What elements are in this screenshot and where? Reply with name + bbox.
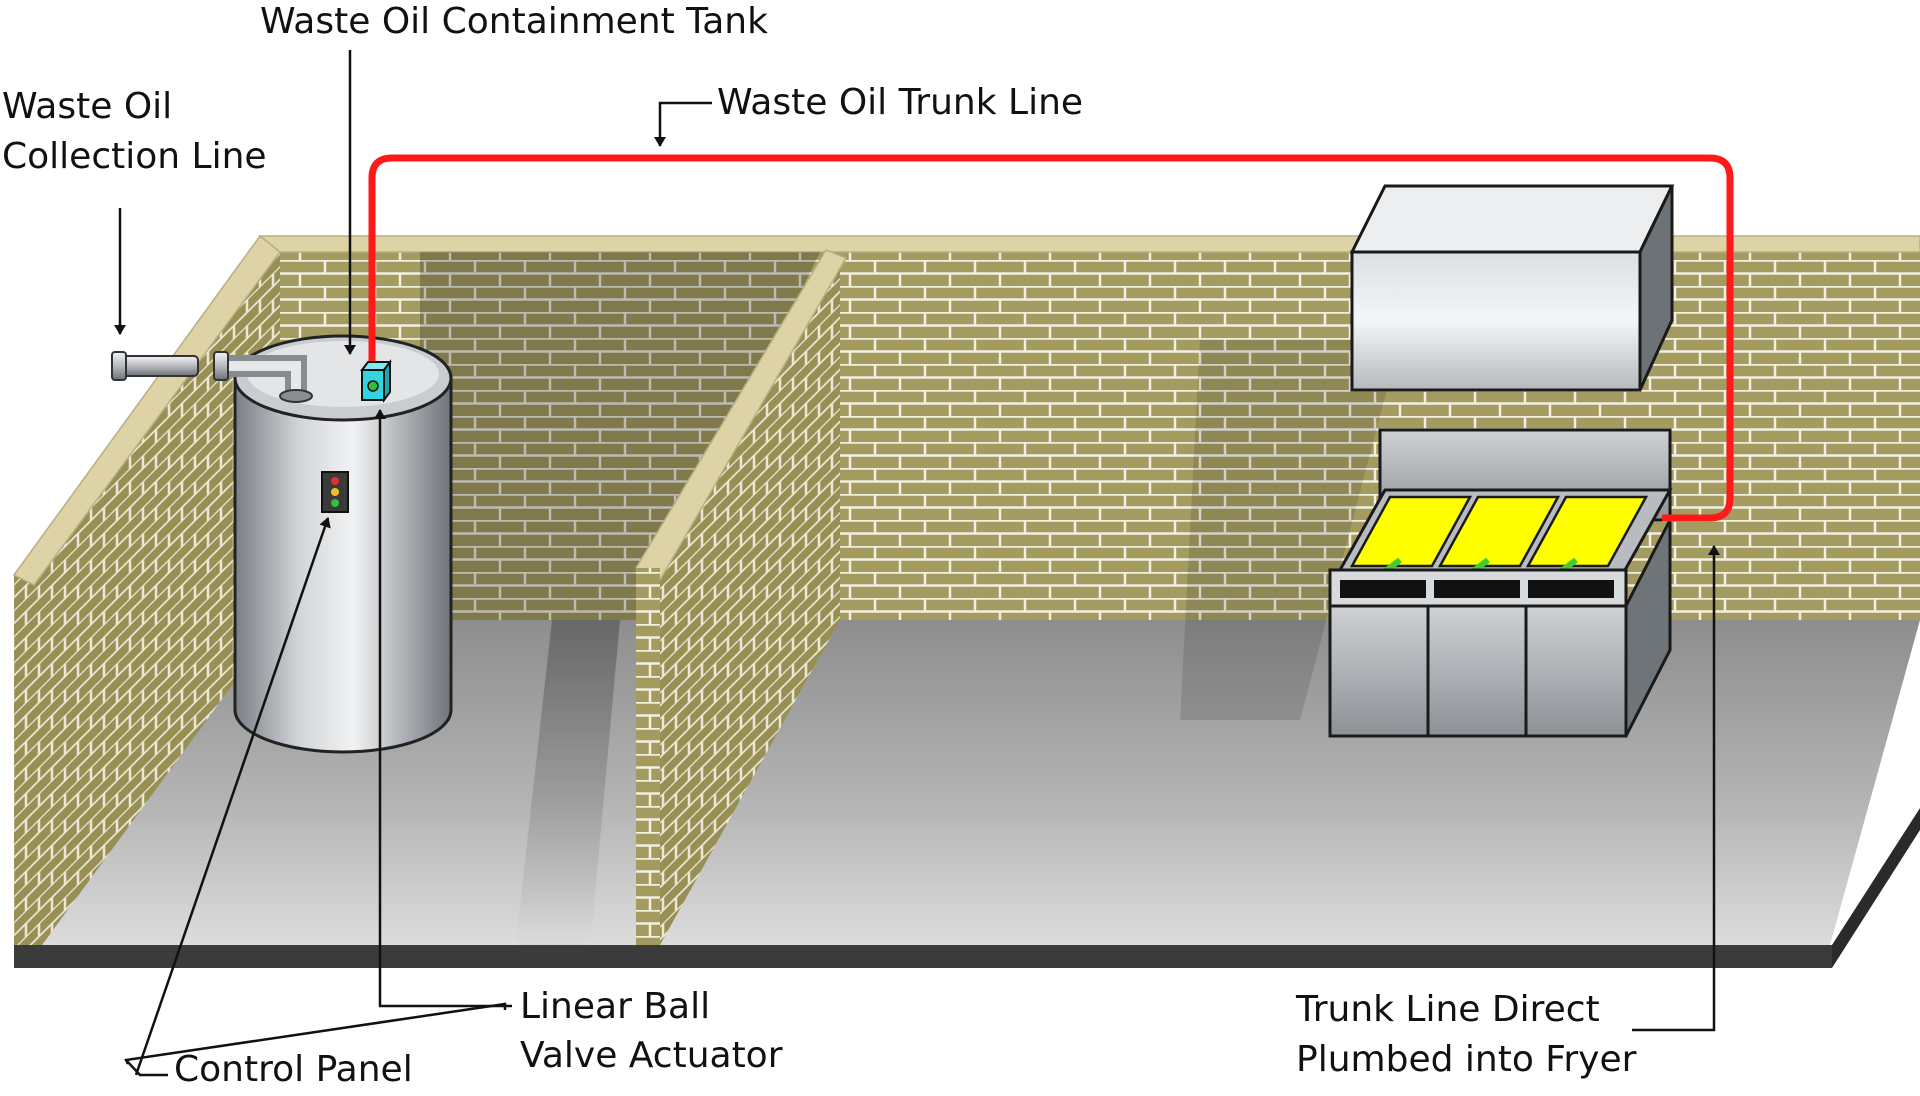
fry-vat	[1437, 495, 1561, 568]
callout-arrows	[114, 50, 1720, 1077]
partition-brick-wall	[634, 249, 848, 945]
label-trunk-line-direct-line2: Plumbed into Fryer	[1296, 1039, 1637, 1080]
left-brick-wall	[12, 234, 282, 945]
label-waste-oil-trunk-line: Waste Oil Trunk Line	[717, 82, 1084, 123]
fryer-unit	[1328, 428, 1673, 738]
arrow-up-icon	[1632, 545, 1720, 1032]
label-waste-oil-containment-tank: Waste Oil Containment Tank	[260, 1, 768, 42]
exhaust-hood	[1349, 184, 1675, 392]
fry-vat	[1525, 495, 1649, 568]
control-panel	[321, 471, 349, 513]
valve-actuator-icon	[360, 359, 392, 403]
label-linear-ball-valve-actuator-line1: Linear Ball	[520, 986, 711, 1027]
label-control-panel: Control Panel	[174, 1049, 413, 1090]
waste-oil-collection-pipe	[111, 351, 313, 403]
label-trunk-line-direct-line1: Trunk Line Direct	[1296, 989, 1600, 1030]
fry-vat	[1349, 495, 1473, 568]
arrow-up-icon	[374, 409, 512, 1008]
label-linear-ball-valve-actuator-line2: Valve Actuator	[520, 1035, 783, 1076]
control-light-icon	[331, 499, 339, 507]
arrow-down-icon	[654, 101, 712, 147]
waste-oil-containment-tank	[233, 334, 453, 754]
label-waste-oil-collection-line-line2: Collection Line	[2, 136, 267, 177]
control-light-icon	[331, 477, 339, 485]
waste-oil-trunk-line	[368, 154, 1734, 522]
label-waste-oil-collection-line-line1: Waste Oil	[2, 86, 173, 127]
arrow-up-icon	[134, 517, 331, 1076]
control-light-icon	[331, 488, 339, 496]
